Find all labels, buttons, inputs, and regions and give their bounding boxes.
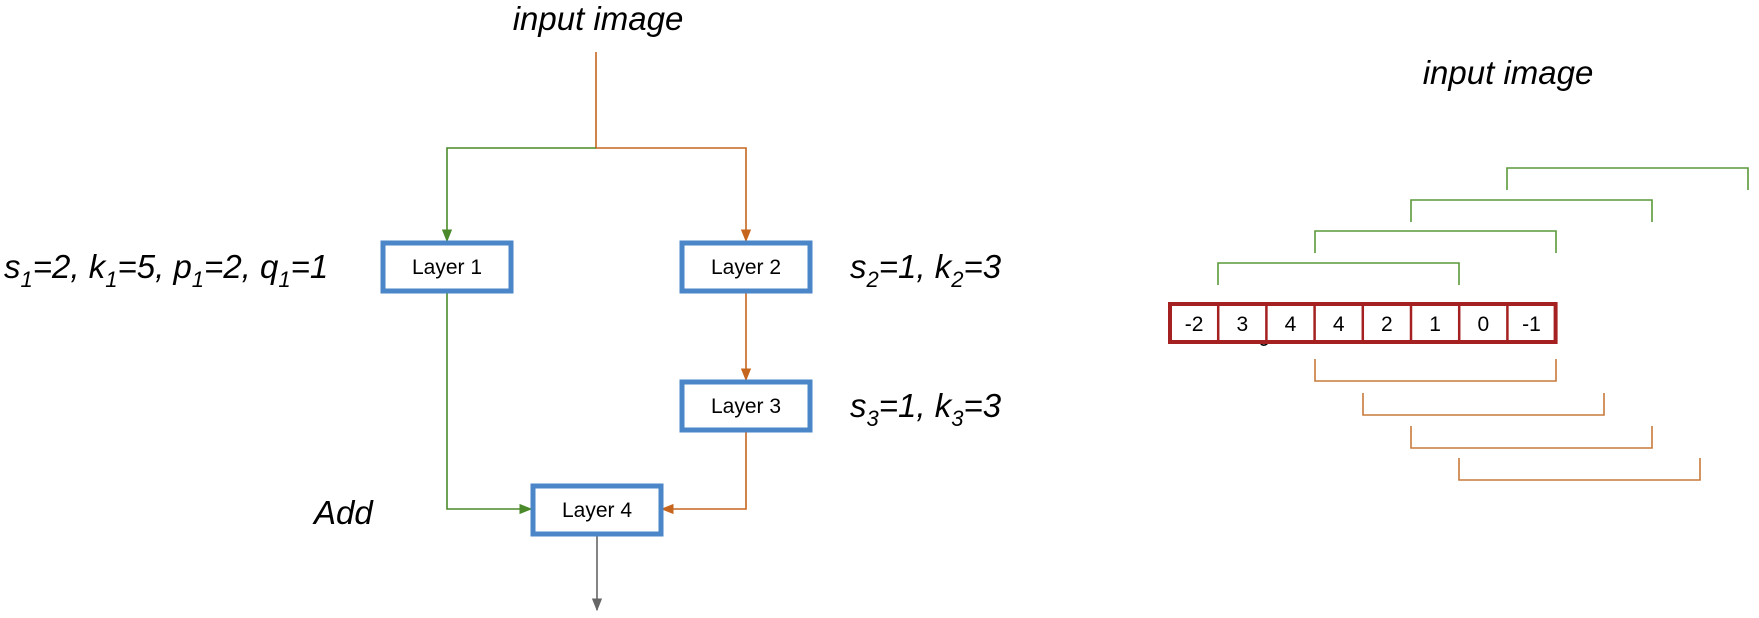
layer4-label: Layer 4 xyxy=(562,499,632,522)
f0-cell-value: 0 xyxy=(1477,313,1489,336)
green-bracket-2 xyxy=(1314,230,1557,253)
f0-cell-value: 4 xyxy=(1333,313,1345,336)
f0-cell-value: 3 xyxy=(1236,313,1248,336)
layer2-params: s2=1, k2=3 xyxy=(850,248,1002,292)
f0-array: -2 3 4 4 2 1 0 -1 xyxy=(1168,302,1558,344)
orange-bracket-group xyxy=(1314,359,1701,481)
layer3-label: Layer 3 xyxy=(711,395,781,418)
layer1-box[interactable]: Layer 1 xyxy=(380,240,514,294)
left-input-image-title: input image xyxy=(513,0,684,37)
layer2-label: Layer 2 xyxy=(711,256,781,279)
layer3-params: s3=1, k3=3 xyxy=(850,387,1002,431)
f0-cell-value: 4 xyxy=(1285,313,1297,336)
green-bracket-4 xyxy=(1506,167,1749,190)
input-to-layer1-connector xyxy=(441,147,596,243)
input-to-layer2-connector xyxy=(595,52,752,243)
orange-bracket-2 xyxy=(1362,393,1605,416)
f0-cell-value: -2 xyxy=(1185,313,1204,336)
green-bracket-3 xyxy=(1410,199,1653,222)
orange-bracket-4 xyxy=(1458,458,1701,481)
right-input-image-title: input image xyxy=(1423,54,1594,91)
f0-cell-value: -1 xyxy=(1522,313,1541,336)
layer1-to-layer4-connector xyxy=(446,292,533,515)
f0-cell-value: 1 xyxy=(1429,313,1441,336)
layer2-box[interactable]: Layer 2 xyxy=(679,240,813,294)
orange-bracket-3 xyxy=(1410,426,1653,449)
f0-cell-value: 2 xyxy=(1381,313,1393,336)
green-bracket-1 xyxy=(1217,262,1460,285)
layer1-params: s1=2, k1=5, p1=2, q1=1 xyxy=(4,248,328,292)
add-label: Add xyxy=(312,494,374,531)
layer3-to-layer4-connector xyxy=(660,431,747,515)
orange-bracket-1 xyxy=(1314,359,1557,382)
layer1-label: Layer 1 xyxy=(412,256,482,279)
layer3-box[interactable]: Layer 3 xyxy=(679,379,813,433)
green-bracket-group xyxy=(1217,167,1749,285)
layer4-box[interactable]: Layer 4 xyxy=(530,483,664,537)
